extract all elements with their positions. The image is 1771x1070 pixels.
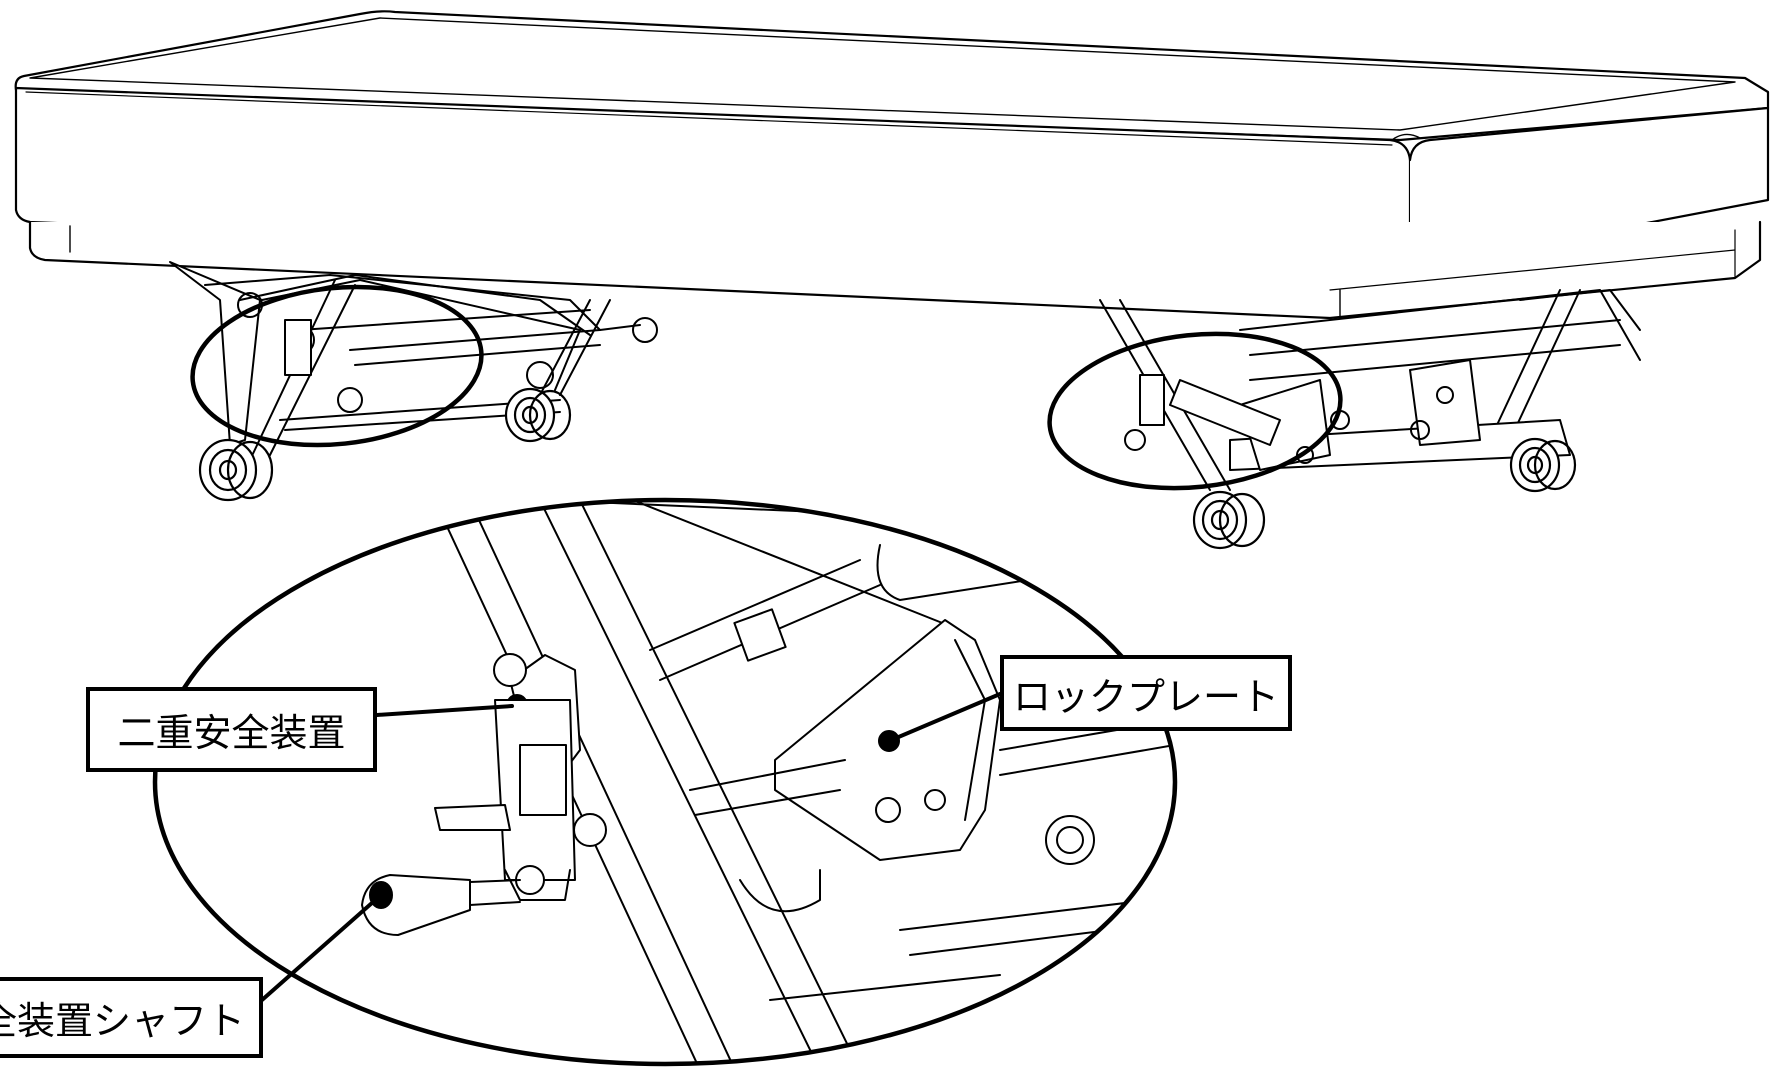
label-lock-plate: ロックプレート [1000, 655, 1292, 731]
leader-lines [260, 692, 1002, 1002]
leader-lock-plate [887, 692, 1002, 743]
detail-view [152, 497, 1178, 1067]
label-lock-plate-text: ロックプレート [1012, 674, 1279, 719]
right-scissor-mechanism [1099, 289, 1641, 491]
leader-safety-device [375, 704, 514, 717]
label-safety-device-text: 二重安全装置 [117, 711, 346, 755]
label-safety-shaft: 全装置シャフト [0, 977, 263, 1058]
left-highlight-circle [190, 284, 484, 448]
leader-safety-shaft [260, 893, 383, 1002]
label-safety-shaft-text: 全装置シャフト [0, 999, 245, 1043]
label-safety-device: 二重安全装置 [86, 687, 377, 772]
right-wheels [1192, 437, 1577, 550]
left-wheels [198, 387, 572, 502]
right-highlight-circle [1047, 331, 1343, 491]
table-deck [14, 10, 1770, 320]
